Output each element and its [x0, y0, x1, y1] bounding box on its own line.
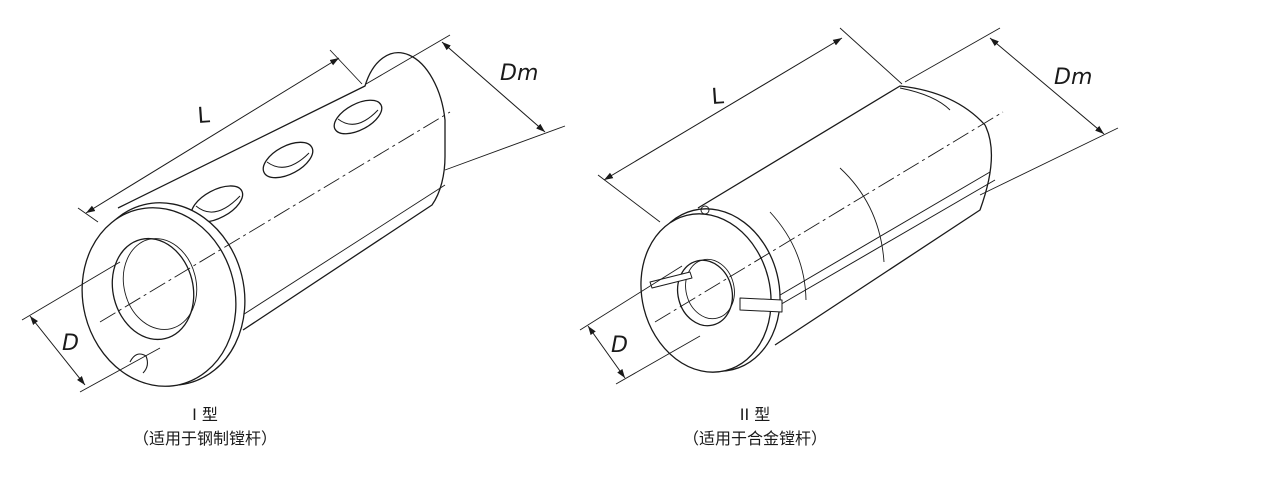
- type-i-sleeve-drawing: [21, 34, 566, 393]
- type-i-caption: I 型 （适用于钢制镗杆）: [90, 404, 320, 452]
- type-i-label-dm: Dm: [500, 61, 538, 86]
- type-ii-slot-upper: [774, 171, 991, 299]
- type-i-center-line: [99, 111, 451, 323]
- type-ii-label-d: D: [611, 333, 628, 358]
- type-ii-dim-l-line: [603, 37, 843, 181]
- type-ii-center-line: [654, 111, 1004, 323]
- type-ii-slot-lower: [777, 179, 996, 307]
- type-ii-section-3: [899, 87, 951, 111]
- type-ii-caption-type: II 型: [739, 405, 771, 424]
- type-ii-slot-tab: [649, 271, 693, 289]
- type-ii-sleeve-drawing: [579, 27, 1119, 385]
- type-i-caption-usage: （适用于钢制镗杆）: [132, 429, 277, 448]
- type-ii-slot-cut: [739, 297, 783, 313]
- type-ii-pin-hole: [700, 205, 710, 215]
- type-i-caption-type: I 型: [192, 405, 218, 424]
- type-i-dim-dm-line: [441, 41, 546, 133]
- type-i-bore-inner: [122, 238, 198, 330]
- type-ii-section-1: [769, 211, 807, 301]
- type-ii-label-l: L: [711, 84, 726, 110]
- type-ii-caption-usage: （适用于合金镗杆）: [682, 429, 827, 448]
- type-i-body-edge: [237, 184, 446, 319]
- type-ii-dim-dm-line: [989, 37, 1105, 135]
- type-ii-label-dm: Dm: [1054, 65, 1092, 90]
- type-i-dim-l-line: [85, 57, 340, 214]
- type-i-bore: [111, 237, 195, 341]
- type-i-dim-d-line: [29, 315, 86, 386]
- type-ii-caption: II 型 （适用于合金镗杆）: [640, 404, 870, 452]
- type-ii-dim-d-line: [587, 325, 626, 379]
- type-ii-section-2: [839, 167, 885, 263]
- type-i-label-l: L: [197, 103, 212, 129]
- type-i-label-d: D: [62, 331, 79, 356]
- type-ii-bore-inner: [685, 258, 735, 320]
